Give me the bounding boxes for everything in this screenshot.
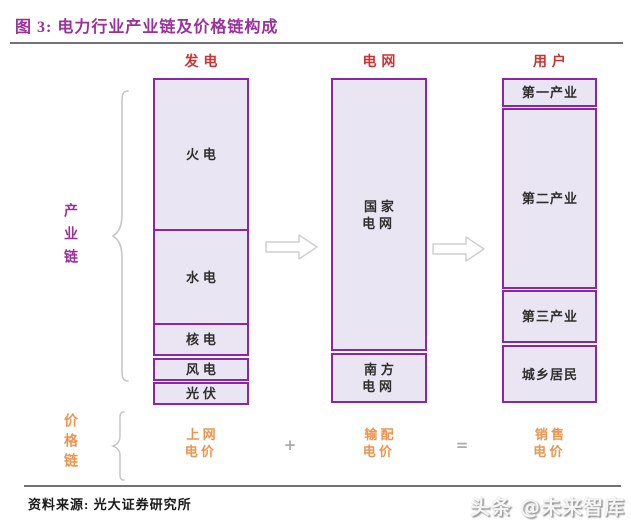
price-chain-brace-icon: [110, 411, 125, 481]
box-nuclear-power: 核电: [155, 323, 247, 354]
column-header-users: 用户: [533, 55, 571, 70]
box-tertiary-industry: 第三产业: [502, 290, 597, 343]
box-secondary-industry: 第二产业: [502, 108, 597, 289]
box-label: 城乡居民: [521, 366, 579, 382]
users-column: 第一产业 第二产业 第三产业 城乡居民: [502, 78, 597, 403]
box-label: 南方 电网: [362, 362, 398, 394]
box-urban-rural-residents: 城乡居民: [502, 345, 597, 403]
price-sales-tariff: 销售 电价: [533, 427, 568, 459]
flow-arrow-grid-to-users-icon: [432, 236, 485, 262]
box-label: 光伏: [186, 386, 220, 401]
box-state-grid: 国家 电网: [331, 78, 427, 351]
box-label: 第三产业: [521, 309, 579, 324]
footer-divider: [24, 485, 621, 487]
box-wind-power: 风电: [153, 358, 249, 381]
price-chain-label: 价格链: [62, 413, 77, 473]
grid-column: 国家 电网 南方 电网: [331, 78, 427, 403]
box-thermal-power: 火电: [155, 80, 247, 229]
price-transmission-tariff: 输配 电价: [362, 427, 397, 459]
box-label: 第二产业: [521, 191, 579, 206]
industry-chain-brace-icon: [111, 90, 129, 382]
box-label: 水电: [186, 269, 220, 285]
price-ongrid-tariff: 上网 电价: [184, 427, 219, 459]
box-hydro-power: 水电: [155, 229, 247, 323]
box-label: 火电: [186, 147, 220, 162]
box-southern-grid: 南方 电网: [331, 353, 427, 403]
column-header-generation: 发电: [184, 55, 223, 70]
box-label: 核电: [186, 332, 220, 347]
generation-main-box: 火电 水电 核电: [153, 78, 249, 356]
source-note: 资料来源: 光大证券研究所: [28, 497, 192, 512]
equals-operator: =: [455, 436, 469, 454]
watermark: 头条 @未来智库: [470, 495, 625, 519]
box-label: 第一产业: [521, 85, 579, 100]
generation-column: 火电 水电 核电 风电 光伏: [153, 78, 249, 405]
box-label: 风电: [186, 362, 220, 377]
industry-chain-label: 产业链: [62, 203, 77, 272]
plus-operator: +: [283, 436, 297, 454]
column-header-grid: 电网: [362, 55, 401, 70]
box-label: 国家 电网: [362, 198, 398, 231]
box-primary-industry: 第一产业: [502, 78, 597, 107]
box-solar-pv: 光伏: [153, 382, 249, 405]
figure-title: 图 3: 电力行业产业链及价格链构成: [15, 19, 279, 36]
title-divider: [10, 42, 623, 44]
flow-arrow-generation-to-grid-icon: [265, 234, 318, 260]
